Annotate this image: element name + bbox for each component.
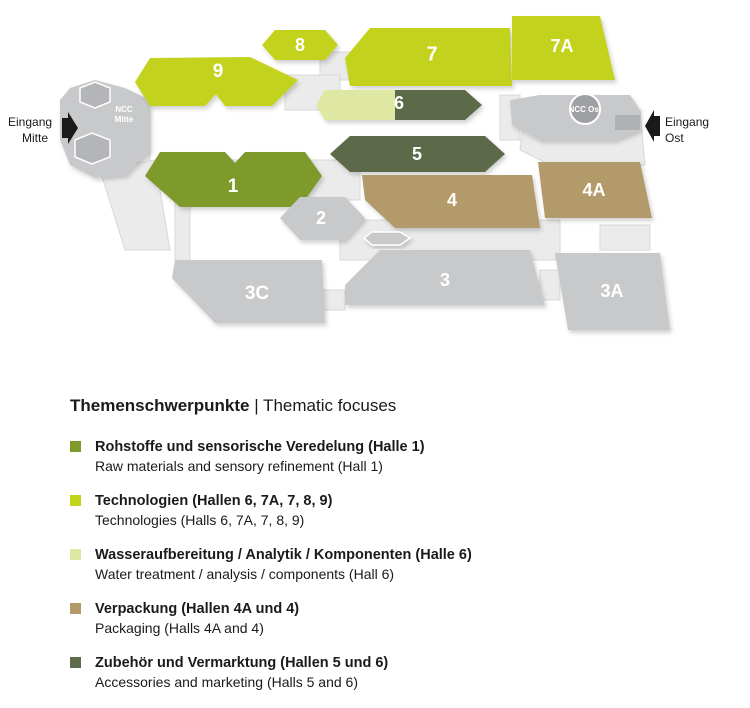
legend-item-en: Accessories and marketing (Halls 5 and 6… <box>95 674 359 690</box>
legend-title: Themenschwerpunkte | Thematic focuses <box>70 396 730 416</box>
legend-item-en: Technologies (Halls 6, 7A, 7, 8, 9) <box>95 512 305 528</box>
legend-title-de: Themenschwerpunkte <box>70 396 250 415</box>
hall-4-label: 4 <box>447 190 457 210</box>
legend: Themenschwerpunkte | Thematic focuses Ro… <box>70 396 730 708</box>
exhibition-hall-map: NCC Mitte NCC Ost 9 8 7 7A 6 5 <box>8 16 709 330</box>
legend-swatch <box>70 549 81 560</box>
legend-item-accessories: Zubehör und Vermarktung (Hallen 5 und 6)… <box>70 654 730 692</box>
legend-title-en: | Thematic focuses <box>249 396 397 415</box>
legend-item-de: Zubehör und Vermarktung (Hallen 5 und 6) <box>95 655 389 671</box>
legend-item-water-treatment: Wasseraufbereitung / Analytik / Komponen… <box>70 546 730 584</box>
hall-3a[interactable]: 3A <box>555 253 670 330</box>
hall-2[interactable]: 2 <box>280 197 365 240</box>
legend-swatch <box>70 495 81 506</box>
entrance-ost-arrow-icon <box>645 110 660 142</box>
hall-3a-label: 3A <box>600 281 623 301</box>
hall-7a-label: 7A <box>550 36 573 56</box>
hall-2-label: 2 <box>316 208 326 228</box>
legend-swatch <box>70 441 81 452</box>
hall-3c-label: 3C <box>245 283 270 304</box>
hall-4[interactable]: 4 <box>362 175 540 228</box>
hall-8-label: 8 <box>295 35 305 55</box>
legend-item-raw-materials: Rohstoffe und sensorische Veredelung (Ha… <box>70 438 730 476</box>
hall-9[interactable]: 9 <box>135 57 298 106</box>
hall-3[interactable]: 3 <box>345 250 545 305</box>
legend-item-en: Packaging (Halls 4A and 4) <box>95 620 264 636</box>
legend-item-de: Verpackung (Hallen 4A und 4) <box>95 601 300 617</box>
connector-building <box>362 231 412 246</box>
entrance-mitte-label-1: Eingang <box>8 115 52 129</box>
entrance-ost-label-1: Eingang <box>665 115 709 129</box>
entrance-ost[interactable]: Eingang Ost <box>645 110 709 145</box>
hall-5[interactable]: 5 <box>330 136 505 172</box>
legend-item-de: Technologien (Hallen 6, 7A, 7, 8, 9) <box>95 493 333 509</box>
entrance-mitte[interactable]: Eingang Mitte <box>8 112 78 145</box>
legend-item-de: Wasseraufbereitung / Analytik / Komponen… <box>95 547 472 563</box>
legend-item-en: Water treatment / analysis / components … <box>95 566 395 582</box>
ncc-mitte-label-1: NCC <box>115 105 133 114</box>
legend-item-en: Raw materials and sensory refinement (Ha… <box>95 458 383 474</box>
hall-9-label: 9 <box>213 61 224 82</box>
hall-5-label: 5 <box>412 144 422 164</box>
hall-4a-label: 4A <box>582 180 605 200</box>
hall-6-label: 6 <box>394 93 404 113</box>
legend-item-technologies: Technologien (Hallen 6, 7A, 7, 8, 9) Tec… <box>70 492 730 530</box>
ncc-mitte-building: NCC Mitte <box>60 80 150 178</box>
hall-3c[interactable]: 3C <box>172 260 325 323</box>
entrance-mitte-arrow-icon <box>62 112 78 144</box>
hall-4a[interactable]: 4A <box>538 162 652 218</box>
hall-7[interactable]: 7 <box>345 28 512 86</box>
hall-6[interactable]: 6 <box>316 90 482 120</box>
hall-7-label: 7 <box>426 43 437 65</box>
hall-7a[interactable]: 7A <box>512 16 615 80</box>
entrance-ost-label-2: Ost <box>665 131 684 145</box>
hall-3-label: 3 <box>440 270 450 290</box>
entrance-mitte-label-2: Mitte <box>22 131 48 145</box>
hall-1-label: 1 <box>228 176 239 197</box>
hall-1[interactable]: 1 <box>145 152 322 207</box>
ncc-mitte-label-2: Mitte <box>115 115 134 124</box>
ncc-ost-label: NCC Ost <box>569 105 602 114</box>
ncc-ost-building: NCC Ost <box>510 93 640 140</box>
legend-swatch <box>70 603 81 614</box>
hall-8[interactable]: 8 <box>262 30 338 60</box>
legend-item-packaging: Verpackung (Hallen 4A und 4) Packaging (… <box>70 600 730 638</box>
legend-swatch <box>70 657 81 668</box>
legend-item-de: Rohstoffe und sensorische Veredelung (Ha… <box>95 439 425 455</box>
